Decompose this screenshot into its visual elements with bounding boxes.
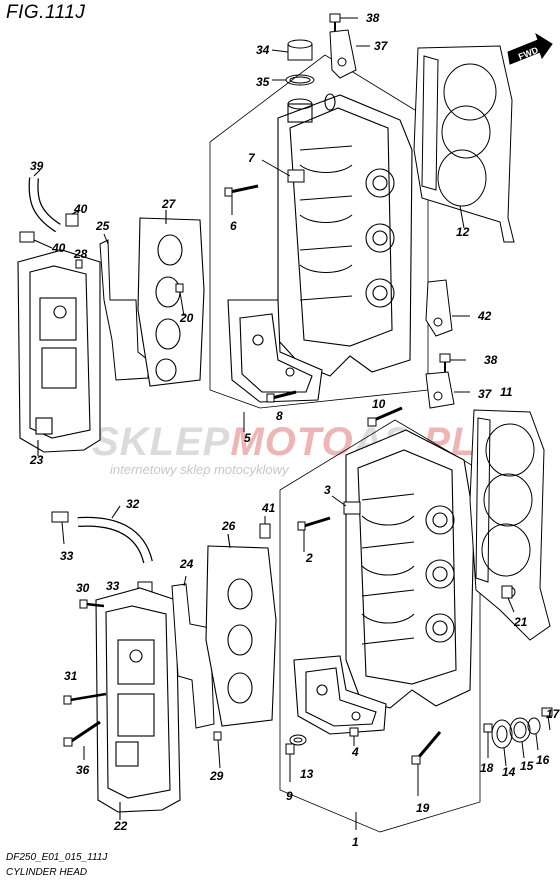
part-4-bolt xyxy=(349,727,359,746)
part-18-bolt xyxy=(483,723,493,758)
part-39-hose xyxy=(28,169,61,233)
callout-27: 27 xyxy=(161,197,177,211)
part-37-bracket-2 xyxy=(425,371,470,409)
callout-18: 18 xyxy=(480,761,494,775)
callout-25: 25 xyxy=(95,219,110,233)
part-24-gasket xyxy=(171,575,215,729)
part-28-bolt xyxy=(75,259,83,269)
part-26-cam-gasket xyxy=(205,533,277,727)
callout-34: 34 xyxy=(256,43,270,57)
callout-29: 29 xyxy=(209,769,224,783)
part-3-sensor xyxy=(331,495,361,515)
part-33-clamp-a xyxy=(51,511,69,545)
callout-21: 21 xyxy=(513,615,528,629)
part-23-exhaust-cover xyxy=(17,249,101,456)
callout-22: 22 xyxy=(113,819,128,833)
drawing-caption: CYLINDER HEAD xyxy=(6,867,88,878)
part-14-housing xyxy=(491,719,513,767)
figure-title: FIG.111J xyxy=(6,2,86,23)
part-17-plug xyxy=(541,707,553,731)
part-2-bolt xyxy=(297,516,331,552)
callout-19: 19 xyxy=(416,801,430,815)
part-41-dowel xyxy=(259,516,271,539)
watermark-tagline: internetowy sklep motocyklowy xyxy=(110,462,289,477)
callout-33: 33 xyxy=(106,579,120,593)
part-7-sensor xyxy=(261,159,305,183)
callout-38: 38 xyxy=(484,353,498,367)
callout-12: 12 xyxy=(456,225,470,239)
part-35-o-ring xyxy=(272,74,315,86)
lower-head-frame xyxy=(279,419,481,833)
part-37-bracket xyxy=(329,29,370,79)
callout-13: 13 xyxy=(300,767,314,781)
callout-3: 3 xyxy=(324,483,331,497)
part-20-bolt xyxy=(175,283,185,317)
part-40-clamp-a xyxy=(65,209,81,227)
part-8-bolt xyxy=(266,390,297,403)
callout-20: 20 xyxy=(179,311,194,325)
callout-10: 10 xyxy=(372,397,386,411)
part-19-bolt xyxy=(411,731,442,796)
callout-37: 37 xyxy=(478,387,493,401)
part-12-head-gasket xyxy=(413,45,515,243)
part-21-dowel xyxy=(501,585,515,613)
part-36-sensor xyxy=(63,720,101,760)
part-42-bracket xyxy=(425,279,470,337)
callout-40: 40 xyxy=(73,202,88,216)
upper-cylinder-head xyxy=(227,93,413,403)
callout-16: 16 xyxy=(536,753,550,767)
part-9-bolt xyxy=(285,743,295,782)
drawing-code: DF250_E01_015_111J xyxy=(6,852,108,863)
callout-17: 17 xyxy=(546,707,560,721)
callout-42: 42 xyxy=(477,309,492,323)
callout-26: 26 xyxy=(221,519,236,533)
part-11-head-gasket xyxy=(469,409,551,641)
callout-2: 2 xyxy=(305,551,313,565)
part-30-bolt xyxy=(79,599,105,609)
part-10-bolt xyxy=(367,406,403,427)
callout-28: 28 xyxy=(73,247,88,261)
lower-cylinder-head xyxy=(293,429,475,735)
callout-32: 32 xyxy=(126,497,140,511)
callout-41: 41 xyxy=(261,501,276,515)
callout-7: 7 xyxy=(248,151,256,165)
callout-4: 4 xyxy=(351,745,359,759)
callout-33: 33 xyxy=(60,549,74,563)
part-15-o-ring xyxy=(509,717,531,759)
part-13-washer xyxy=(289,734,307,746)
part-16-washer xyxy=(527,717,541,751)
part-29-bolt xyxy=(213,731,222,769)
callout-6: 6 xyxy=(230,219,237,233)
callout-9: 9 xyxy=(286,789,293,803)
part-6-bolt xyxy=(224,184,259,215)
callout-8: 8 xyxy=(276,409,283,423)
part-38-bolt xyxy=(329,13,358,32)
part-22-exhaust-cover xyxy=(95,587,181,820)
callout-31: 31 xyxy=(64,669,78,683)
callout-40: 40 xyxy=(51,241,66,255)
part-31-bolt xyxy=(63,692,107,705)
callout-35: 35 xyxy=(256,75,270,89)
callout-37: 37 xyxy=(374,39,389,53)
part-40-clamp-b xyxy=(19,231,53,249)
callout-24: 24 xyxy=(179,557,194,571)
part-32-hose xyxy=(77,505,153,564)
part-27-cam-gasket xyxy=(137,210,205,387)
part-34-oil-cap xyxy=(271,39,313,61)
callout-30: 30 xyxy=(76,581,90,595)
callout-14: 14 xyxy=(502,765,516,779)
callout-38: 38 xyxy=(366,11,380,25)
callout-36: 36 xyxy=(76,763,90,777)
fwd-arrow xyxy=(507,32,553,65)
part-38-bolt-2 xyxy=(439,353,466,372)
callout-23: 23 xyxy=(29,453,44,467)
callout-15: 15 xyxy=(520,759,534,773)
callout-39: 39 xyxy=(30,159,44,173)
callout-1: 1 xyxy=(352,835,359,849)
callout-11: 11 xyxy=(500,385,513,399)
callout-5: 5 xyxy=(244,431,251,445)
